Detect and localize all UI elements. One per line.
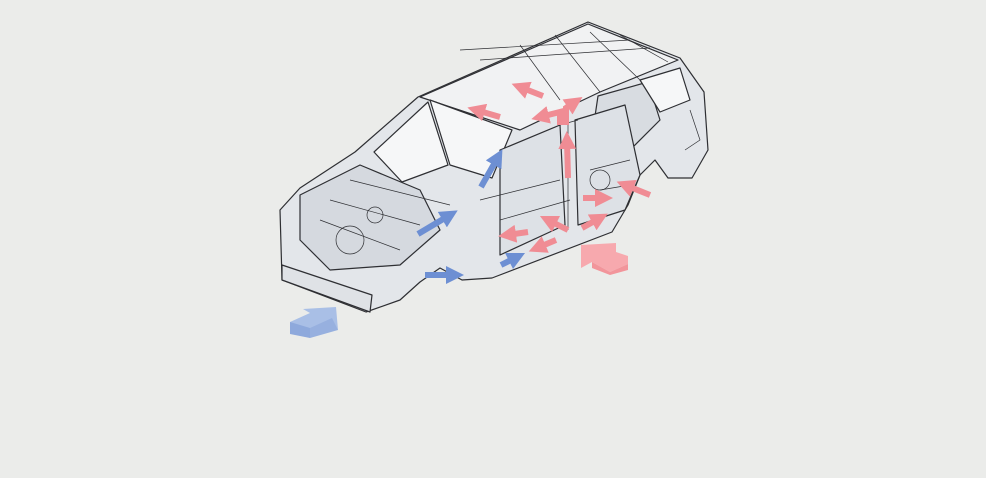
red-arrow [528, 236, 558, 253]
red-arrow [498, 224, 529, 243]
red-arrow [580, 213, 608, 231]
side-impact-block-arrow [581, 243, 628, 275]
red-load-path-arrows [467, 81, 652, 253]
red-arrow [558, 131, 577, 179]
red-arrow [539, 215, 570, 233]
red-arrow [511, 81, 545, 99]
blue-load-path-arrows [416, 149, 526, 284]
red-arrow [531, 106, 563, 125]
red-arrow [562, 97, 583, 125]
blue-arrow [416, 210, 458, 237]
front-impact-block-arrow [290, 307, 338, 338]
red-arrow [467, 103, 501, 122]
blue-arrow [478, 149, 503, 189]
red-arrow [616, 179, 652, 198]
blue-arrow [499, 252, 526, 270]
